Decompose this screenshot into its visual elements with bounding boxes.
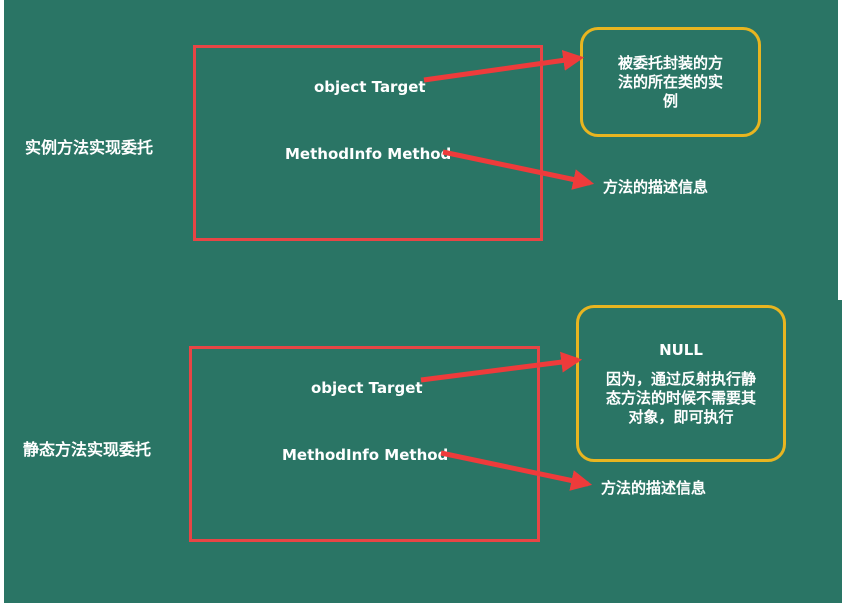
instance-method-label: MethodInfo Method xyxy=(285,145,452,163)
static-delegate-frame xyxy=(189,346,540,542)
static-target-note: NULL 因为，通过反射执行静态方法的时候不需要其对象，即可执行 xyxy=(576,305,786,462)
instance-target-arrow xyxy=(423,49,585,83)
static-target-label: object Target xyxy=(311,379,423,397)
instance-panel xyxy=(4,0,838,300)
instance-target-note-text: 被委托封装的方法的所在类的实例 xyxy=(617,53,723,110)
static-target-note-text: 因为，通过反射执行静态方法的时候不需要其对象，即可执行 xyxy=(605,369,756,426)
static-target-arrow xyxy=(420,351,583,383)
instance-method-arrow xyxy=(442,149,595,190)
static-method-note: 方法的描述信息 xyxy=(601,479,707,497)
static-section-label: 静态方法实现委托 xyxy=(23,440,152,459)
static-method-label: MethodInfo Method xyxy=(282,446,449,464)
instance-target-label: object Target xyxy=(314,78,426,96)
static-method-arrow xyxy=(440,450,593,491)
static-target-note-title: NULL xyxy=(659,340,703,359)
instance-delegate-frame xyxy=(193,45,543,241)
instance-target-note: 被委托封装的方法的所在类的实例 xyxy=(580,27,761,137)
static-panel xyxy=(4,300,842,603)
instance-section-label: 实例方法实现委托 xyxy=(25,138,154,157)
instance-method-note: 方法的描述信息 xyxy=(603,178,709,196)
